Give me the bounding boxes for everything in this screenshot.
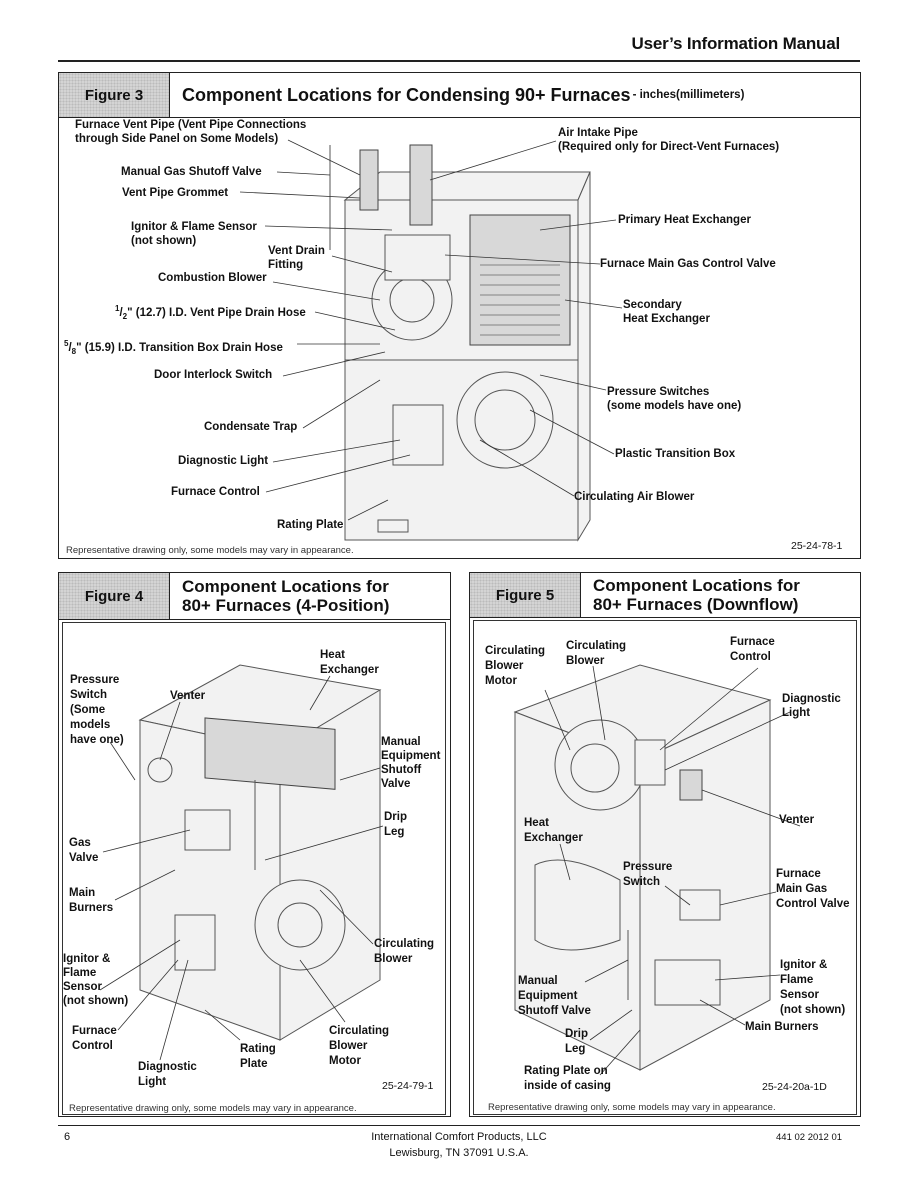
figure-4-title: Component Locations for 80+ Furnaces (4-… bbox=[170, 573, 389, 619]
fig3-label-vent-grommet: Vent Pipe Grommet bbox=[122, 187, 229, 199]
footer-company: International Comfort Products, LLC bbox=[371, 1131, 547, 1143]
fig3-label-primary-hx: Primary Heat Exchanger bbox=[618, 214, 751, 226]
figure-4-header: Figure 4 Component Locations for 80+ Fur… bbox=[59, 573, 450, 620]
figure-5-title: Component Locations for 80+ Furnaces (Do… bbox=[581, 573, 800, 617]
header-rule bbox=[58, 60, 860, 62]
fig4-label-circulating-motor: Circulating Blower Motor bbox=[329, 1025, 390, 1067]
fig5-label-venter: Venter bbox=[779, 814, 815, 826]
figure-5-title-line1: Component Locations for bbox=[593, 576, 800, 595]
fig5-label-furnace-control: Furnace Control bbox=[730, 636, 775, 663]
fig3-label-condensate-trap: Condensate Trap bbox=[204, 421, 298, 433]
fig4-label-furnace-control: Furnace Control bbox=[72, 1025, 117, 1052]
fig3-label-door-switch: Door Interlock Switch bbox=[154, 369, 273, 381]
fig4-label-venter: Venter bbox=[170, 690, 206, 702]
fig3-label-vent-drain: Vent Drain Fitting bbox=[268, 245, 325, 271]
fig5-label-diagnostic-light: Diagnostic Light bbox=[782, 693, 841, 719]
fig3-label-transition-box: Plastic Transition Box bbox=[615, 448, 736, 460]
fig3-label-air-intake: Air Intake Pipe (Required only for Direc… bbox=[558, 127, 780, 153]
fig3-label-secondary-hx: Secondary Heat Exchanger bbox=[623, 299, 710, 325]
figure-3-title-suffix: - inches(millimeters) bbox=[632, 89, 745, 101]
fig3-label-manual-gas-valve: Manual Gas Shutoff Valve bbox=[121, 166, 262, 178]
fig4-label-manual-equip-valve: Manual Equipment Shutoff Valve bbox=[381, 736, 441, 790]
fig3-vent-hose-sup: 1 bbox=[115, 304, 120, 313]
fig5-label-main-gas-valve: Furnace Main Gas Control Valve bbox=[776, 868, 850, 910]
figure-3-tag: Figure 3 bbox=[59, 73, 170, 117]
page-number: 6 bbox=[64, 1131, 71, 1143]
fig3-trans-hose-sub: 8 bbox=[71, 347, 77, 357]
fig4-label-main-burners: Main Burners bbox=[69, 887, 114, 914]
fig4-label-drip-leg: Drip Leg bbox=[384, 811, 407, 838]
fig3-code: 25-24-78-1 bbox=[791, 540, 843, 552]
fig5-label-manual-equip-valve: Manual Equipment Shutoff Valve bbox=[518, 975, 591, 1017]
figure-5-title-line2: 80+ Furnaces (Downflow) bbox=[593, 595, 799, 614]
figure-3-title: Component Locations for Condensing 90+ F… bbox=[170, 73, 744, 117]
fig5-label-main-burners: Main Burners bbox=[745, 1021, 819, 1033]
fig5-label-pressure-switch: Pressure Switch bbox=[623, 861, 673, 888]
fig3-label-ignitor: Ignitor & Flame Sensor (not shown) bbox=[131, 221, 257, 247]
fig3-label-combustion-blower: Combustion Blower bbox=[158, 272, 267, 284]
fig5-label-ignitor: Ignitor & Flame Sensor (not shown) bbox=[780, 959, 846, 1016]
fig4-label-gas-valve: Gas Valve bbox=[69, 837, 99, 864]
fig4-label-pressure-switch: Pressure Switch (Some models have one) bbox=[70, 674, 124, 746]
fig3-label-pressure-switches: Pressure Switches (some models have one) bbox=[607, 386, 742, 412]
figure-3-title-main: Component Locations for Condensing 90+ F… bbox=[182, 84, 631, 105]
fig3-label-vent-hose: 1/2" (12.7) I.D. Vent Pipe Drain Hose bbox=[115, 304, 306, 322]
fig4-label-rating-plate: Rating Plate bbox=[240, 1043, 276, 1070]
fig5-label-heat-exchanger: Heat Exchanger bbox=[524, 817, 583, 844]
fig3-vent-hose-text: " (12.7) I.D. Vent Pipe Drain Hose bbox=[127, 306, 306, 319]
fig4-label-ignitor: Ignitor & Flame Sensor (not shown) bbox=[63, 953, 129, 1007]
fig4-label-diagnostic-light: Diagnostic Light bbox=[138, 1061, 197, 1088]
fig5-label-circulating-motor: Circulating Blower Motor bbox=[485, 645, 546, 687]
figure-5-inner-frame bbox=[473, 620, 857, 1115]
figure-3-header: Figure 3 Component Locations for Condens… bbox=[59, 73, 860, 118]
fig3-label-diagnostic-light: Diagnostic Light bbox=[178, 455, 269, 467]
fig3-trans-hose-text: " (15.9) I.D. Transition Box Drain Hose bbox=[76, 341, 283, 354]
footer-doc-number: 441 02 2012 01 bbox=[776, 1132, 843, 1143]
figure-4-tag: Figure 4 bbox=[59, 573, 170, 619]
fig3-label-main-gas-valve: Furnace Main Gas Control Valve bbox=[600, 258, 776, 270]
figure-4-inner-frame bbox=[62, 622, 446, 1115]
fig4-label-circulating-blower: Circulating Blower bbox=[374, 938, 435, 965]
fig4-code: 25-24-79-1 bbox=[382, 1080, 434, 1092]
footer-address: Lewisburg, TN 37091 U.S.A. bbox=[389, 1147, 529, 1159]
fig5-note: Representative drawing only, some models… bbox=[488, 1102, 776, 1113]
figure-5-tag: Figure 5 bbox=[470, 573, 581, 617]
fig3-label-furnace-control: Furnace Control bbox=[171, 486, 260, 498]
fig3-label-transition-hose: 5/8" (15.9) I.D. Transition Box Drain Ho… bbox=[64, 339, 283, 357]
fig3-label-vent-pipe: Furnace Vent Pipe (Vent Pipe Connections… bbox=[75, 119, 307, 145]
fig5-label-drip-leg: Drip Leg bbox=[565, 1028, 588, 1055]
fig3-note: Representative drawing only, some models… bbox=[66, 545, 354, 556]
figure-4-title-line1: Component Locations for bbox=[182, 577, 389, 596]
footer-rule bbox=[58, 1125, 860, 1126]
fig5-label-rating-plate: Rating Plate on inside of casing bbox=[524, 1065, 611, 1092]
manual-title: User’s Information Manual bbox=[631, 34, 841, 53]
fig3-label-rating-plate: Rating Plate bbox=[277, 519, 344, 531]
figure-4-title-line2: 80+ Furnaces (4-Position) bbox=[182, 596, 390, 615]
fig3-vent-hose-sub: 2 bbox=[122, 312, 128, 322]
fig3-trans-hose-sup: 5 bbox=[64, 339, 69, 348]
fig3-label-circulating-blower: Circulating Air Blower bbox=[574, 491, 695, 503]
fig5-label-circulating-blower: Circulating Blower bbox=[566, 640, 627, 667]
fig4-label-heat-exchanger: Heat Exchanger bbox=[320, 649, 379, 676]
fig5-code: 25-24-20a-1D bbox=[762, 1081, 827, 1093]
figure-5-header: Figure 5 Component Locations for 80+ Fur… bbox=[470, 573, 860, 618]
fig4-note: Representative drawing only, some models… bbox=[69, 1103, 357, 1114]
